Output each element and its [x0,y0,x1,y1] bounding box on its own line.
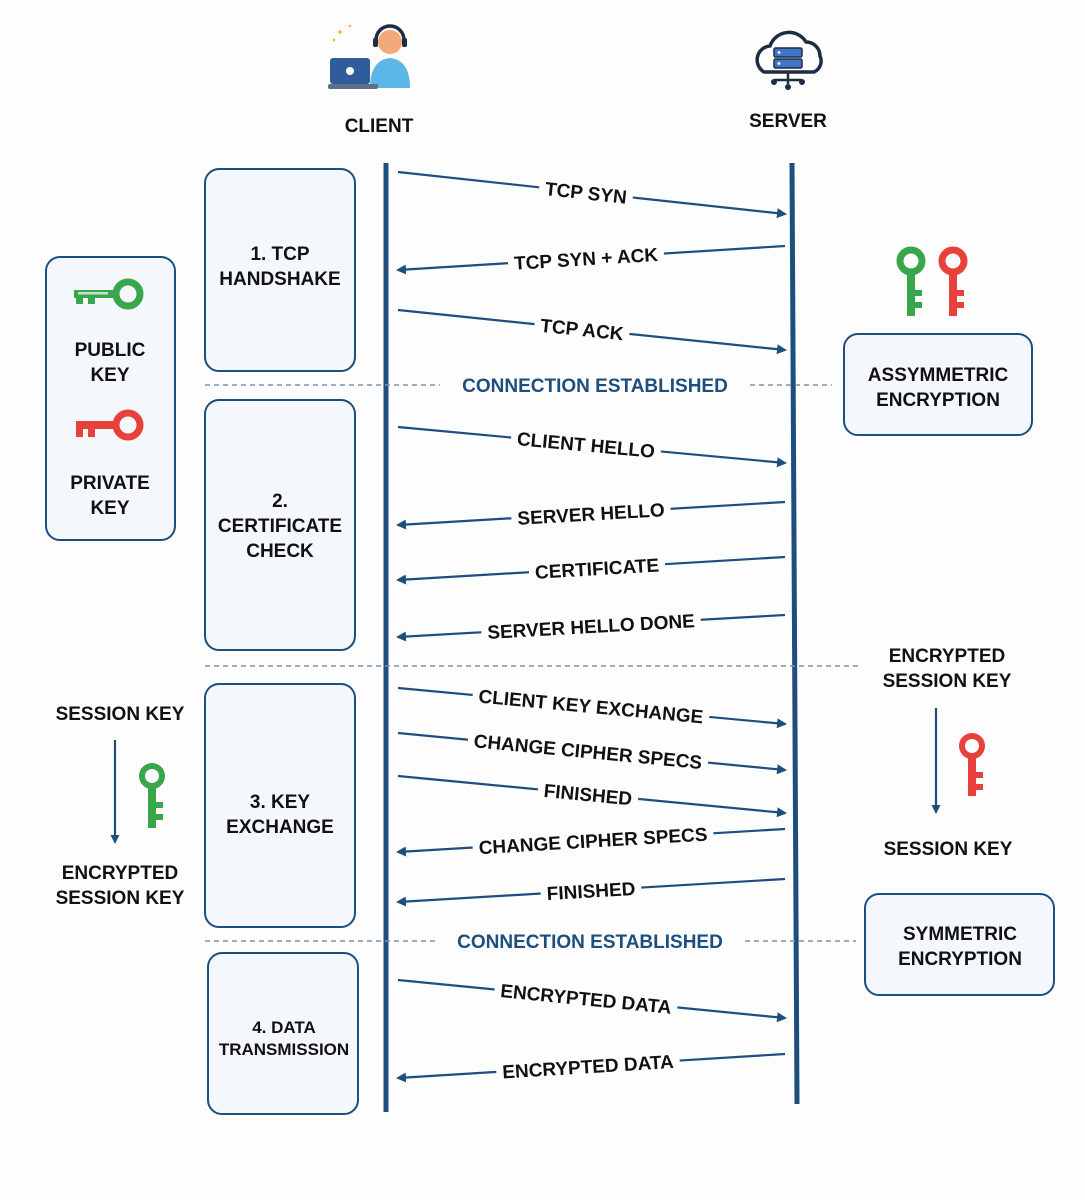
message-label: CLIENT KEY EXCHANGE [478,687,705,729]
session-key-green-icon [139,763,165,828]
message-label: ENCRYPTED DATA [502,1052,675,1084]
public-key-icon [74,278,144,310]
person-laptop-icon [328,24,410,89]
message-label-bg [528,554,666,585]
private-key-vertical-icon [938,246,968,316]
message-label-bg [472,823,715,860]
server-label: SERVER [749,111,827,132]
message-12: FINISHED [396,877,786,907]
client-label: CLIENT [345,116,414,137]
message-6: CERTIFICATE [396,554,786,585]
message-label-group: CHANGE CIPHER SPECS [466,729,709,775]
divider-label: CONNECTION ESTABLISHED [462,376,728,397]
message-1: TCP SYN [397,170,787,219]
message-label-bg [471,684,711,729]
message-label: TCP SYN + ACK [514,245,659,275]
message-label: SERVER HELLO [517,500,665,530]
message-4: CLIENT HELLO [397,425,787,468]
message-label: TCP ACK [539,316,624,345]
message-8: CLIENT KEY EXCHANGE [397,684,787,729]
message-9: CHANGE CIPHER SPECS [397,729,787,775]
message-label-bg [510,427,662,464]
message-label-group: FINISHED [536,779,640,811]
message-label-bg [540,877,642,906]
divider-connection-established-1: CONNECTION ESTABLISHED [205,376,832,397]
message-10: FINISHED [397,774,787,818]
cloud-server-icon [755,30,823,90]
message-label: TCP SYN [544,179,628,209]
message-label: CERTIFICATE [534,556,659,584]
divider-connection-established-2: CONNECTION ESTABLISHED [205,932,856,953]
message-label-bg [537,177,634,210]
left-session-key-label: SESSION KEY [56,704,185,725]
session-key-red-icon [959,733,985,796]
message-label: ENCRYPTED DATA [499,981,672,1019]
message-label: CHANGE CIPHER SPECS [473,731,703,774]
private-key-icon [76,409,144,441]
message-3: TCP ACK [397,308,787,355]
message-label: FINISHED [543,781,633,810]
right-session-key-label: SESSION KEY [884,839,1013,860]
message-5: SERVER HELLO [396,498,786,531]
message-label-bg [536,779,640,811]
message-label-bg [466,729,709,775]
message-label-bg [480,609,702,645]
message-label: FINISHED [546,879,636,905]
message-label-group: ENCRYPTED DATA [493,979,679,1020]
message-label-bg [495,1050,681,1084]
message-label-group: SERVER HELLO DONE [480,609,702,645]
message-7: SERVER HELLO DONE [396,609,786,645]
message-label-group: ENCRYPTED DATA [495,1050,681,1084]
public-key-vertical-icon [896,246,926,316]
message-label: CHANGE CIPHER SPECS [478,825,708,860]
message-label-bg [510,498,672,531]
message-11: CHANGE CIPHER SPECS [396,823,786,860]
message-label-group: CERTIFICATE [528,554,666,585]
message-label-group: CLIENT HELLO [510,427,662,464]
message-label-group: CLIENT KEY EXCHANGE [471,684,711,729]
message-label-bg [507,243,665,276]
message-label: SERVER HELLO DONE [487,611,695,644]
message-label-group: TCP SYN [537,177,634,210]
message-2: TCP SYN + ACK [396,243,786,276]
server-lifeline [789,162,800,1105]
message-label-group: TCP SYN + ACK [507,243,665,276]
message-label-group: FINISHED [540,877,642,906]
divider-label: CONNECTION ESTABLISHED [457,932,723,953]
message-14: ENCRYPTED DATA [396,1050,786,1084]
message-label: CLIENT HELLO [516,429,656,463]
message-13: ENCRYPTED DATA [397,978,787,1023]
message-label-bg [493,979,679,1020]
message-label-group: TCP ACK [533,314,631,346]
message-label-bg [533,314,631,346]
message-label-group: CHANGE CIPHER SPECS [472,823,715,860]
message-label-group: SERVER HELLO [510,498,672,531]
